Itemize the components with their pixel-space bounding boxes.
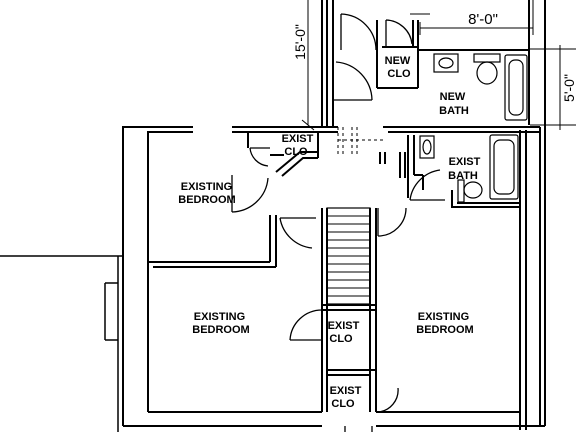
- room-existing-bedroom-nw: EXISTING BEDROOM: [178, 181, 235, 206]
- sink-existing: [419, 135, 435, 159]
- room-existing-bedroom-se-line1: EXISTING: [418, 311, 469, 323]
- room-exist-clo-bottom-line2: CLO: [331, 398, 355, 410]
- room-exist-clo-mid-line1: EXIST: [328, 320, 360, 332]
- door-exist-clo-top: [249, 147, 270, 167]
- door-new-bath: [340, 13, 377, 51]
- room-exist-bath-line1: EXIST: [449, 156, 481, 168]
- room-exist-clo-mid-line2: CLO: [329, 333, 353, 345]
- walls: [122, 0, 546, 430]
- toilet-existing: [457, 179, 465, 203]
- room-exist-bath-line2: BATH: [448, 170, 478, 182]
- room-exist-bath: EXIST BATH: [448, 156, 483, 182]
- door-addition-lower: [333, 61, 373, 101]
- door-new-clo: [385, 19, 413, 47]
- room-exist-clo-top-line1: EXIST: [282, 133, 314, 145]
- door-south: [344, 426, 373, 432]
- room-new-clo: NEW CLO: [385, 55, 414, 80]
- room-existing-bedroom-sw: EXISTING BEDROOM: [192, 311, 249, 336]
- room-existing-bedroom-sw-line1: EXISTING: [194, 311, 245, 323]
- room-new-clo-line2: CLO: [387, 68, 411, 80]
- room-exist-clo-bottom-line1: EXIST: [330, 385, 362, 397]
- room-existing-bedroom-se-line2: BEDROOM: [416, 324, 473, 336]
- door-hall-nw: [279, 217, 316, 249]
- dimension-lines: [301, 0, 576, 131]
- sink-new: [433, 53, 459, 73]
- room-new-bath: NEW BATH: [439, 91, 469, 117]
- room-new-bath-line2: BATH: [439, 105, 469, 117]
- room-existing-bedroom-nw-line1: EXISTING: [181, 181, 232, 193]
- room-existing-bedroom-se: EXISTING BEDROOM: [416, 311, 473, 336]
- door-bedroom-nw: [231, 175, 269, 213]
- bathtub-existing: [489, 134, 519, 200]
- room-new-clo-line1: NEW: [385, 55, 411, 67]
- room-exist-clo-mid: EXIST CLO: [328, 320, 363, 345]
- garage-outline: [0, 255, 123, 432]
- room-new-bath-line1: NEW: [440, 91, 466, 103]
- room-exist-clo-top: EXIST CLO: [282, 133, 317, 158]
- dimension-top: 8'-0": [468, 11, 498, 28]
- doors: [231, 13, 445, 432]
- door-exist-bath: [409, 169, 445, 201]
- room-exist-clo-top-line2: CLO: [284, 146, 308, 158]
- door-exist-clo-mid: [289, 309, 323, 341]
- dimension-right: 5'-0": [561, 74, 576, 102]
- dimension-left: 15'-0": [292, 24, 308, 60]
- stair: [326, 207, 371, 305]
- door-exist-clo-bottom: [377, 387, 400, 413]
- room-existing-bedroom-sw-line2: BEDROOM: [192, 324, 249, 336]
- toilet-new: [473, 53, 501, 63]
- room-exist-clo-bottom: EXIST CLO: [330, 385, 365, 410]
- door-bath-hall: [377, 207, 407, 237]
- fixtures: [419, 53, 528, 203]
- bathtub-new: [504, 54, 528, 121]
- room-existing-bedroom-nw-line2: BEDROOM: [178, 194, 235, 206]
- dashed-opening: [337, 127, 383, 157]
